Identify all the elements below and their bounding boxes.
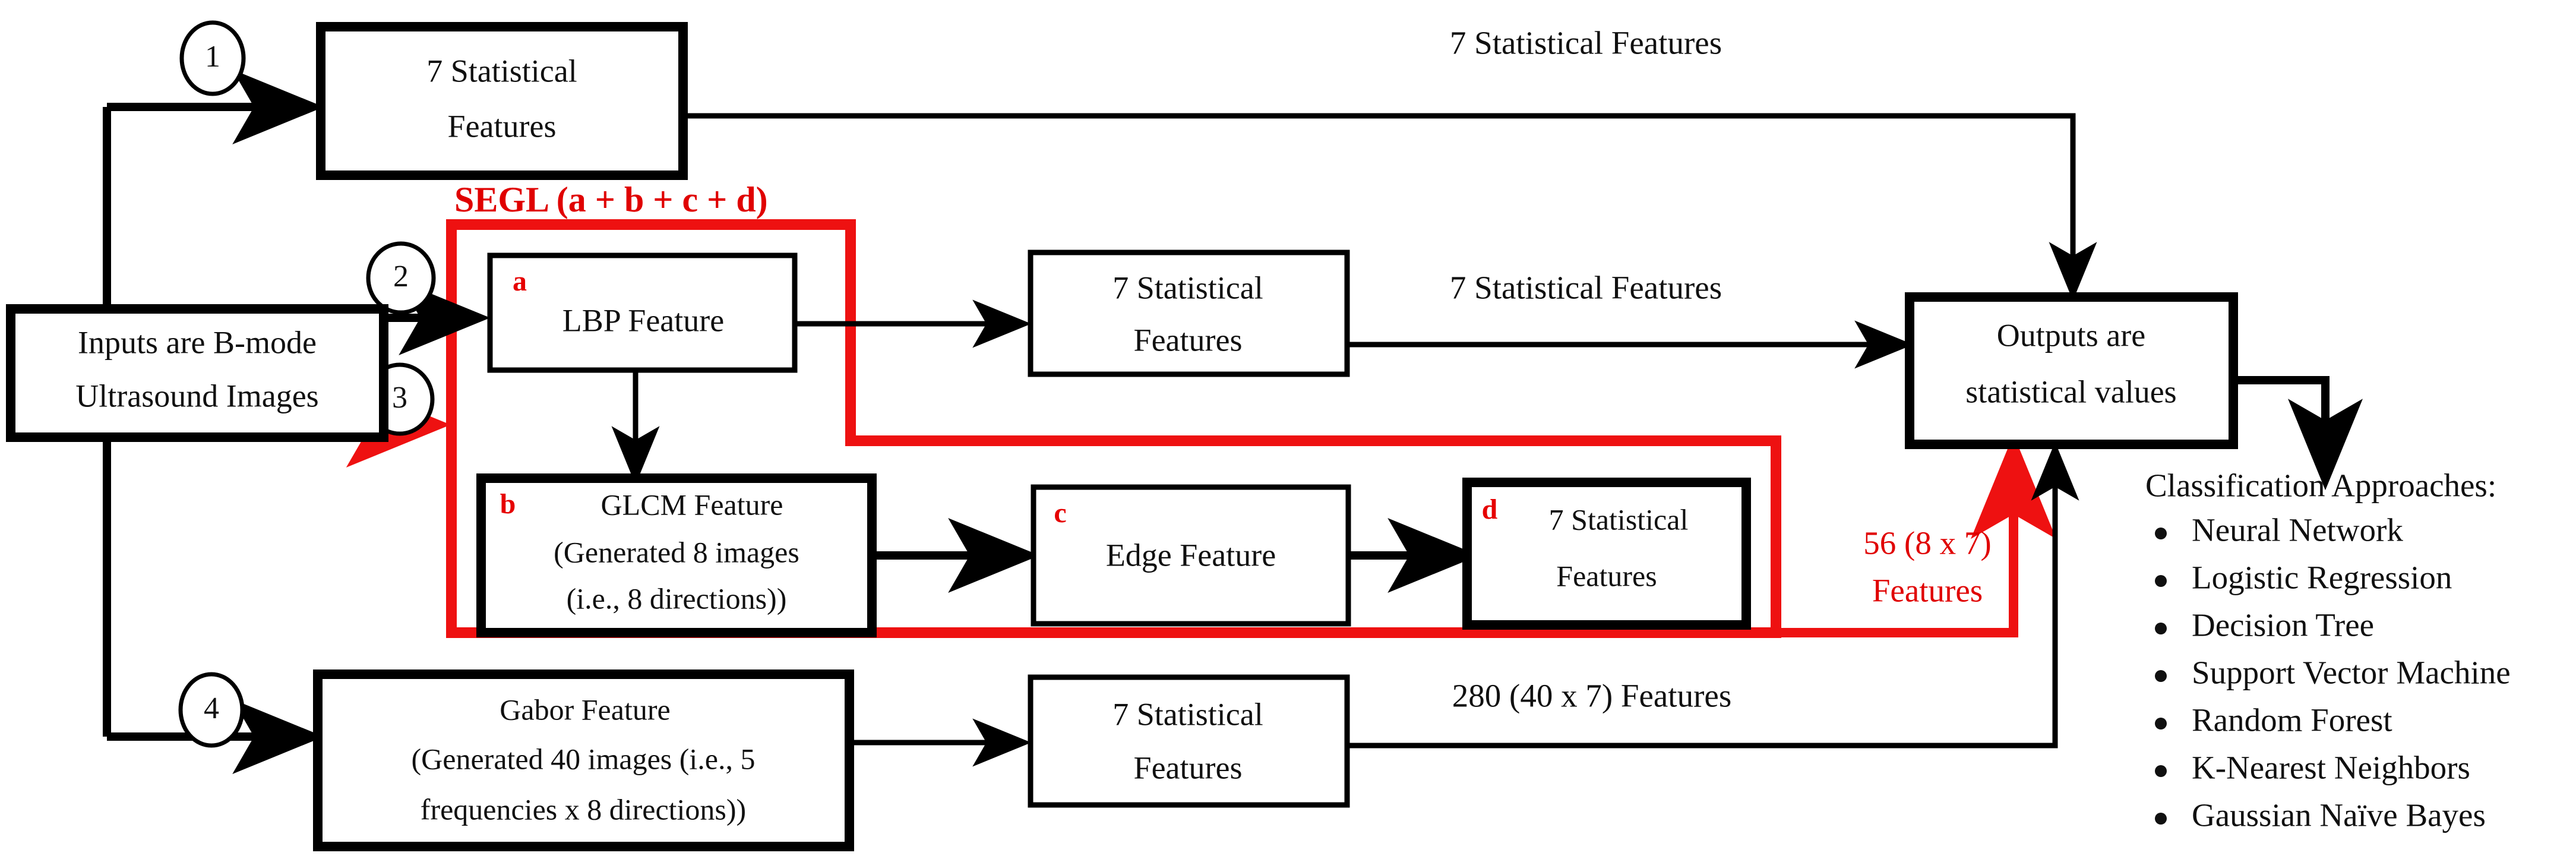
node-stat-top[interactable]: 7 Statistical Features <box>316 22 688 180</box>
classification-item-3: Support Vector Machine <box>2192 655 2511 691</box>
list-item: Gaussian Naïve Bayes <box>2155 797 2486 833</box>
node-stat-edge-tag: d <box>1482 494 1498 525</box>
node-stat-lbp[interactable]: 7 Statistical Features <box>1028 250 1350 377</box>
node-edge-feature[interactable]: c Edge Feature <box>1031 484 1351 627</box>
branch-marker-2: 2 <box>366 241 436 315</box>
label-lbp-features: 7 Statistical Features <box>1450 270 1722 306</box>
node-glcm-line3: (i.e., 8 directions)) <box>567 582 787 615</box>
node-stat-gabor-line2: Features <box>1134 750 1243 785</box>
node-input-line2: Ultrasound Images <box>75 378 318 413</box>
edge-stat-top-to-outputs <box>683 113 2097 301</box>
segl-group-label: SEGL (a + b + c + d) <box>454 180 768 219</box>
node-stat-edge[interactable]: d 7 Statistical Features <box>1462 478 1751 630</box>
bullet-icon <box>2155 670 2167 682</box>
list-item: Support Vector Machine <box>2155 655 2511 691</box>
edge-outputs-to-classification <box>2230 376 2363 491</box>
branch-marker-1: 1 <box>179 20 246 96</box>
classification-approaches-list: Classification Approaches: Neural Networ… <box>2145 468 2511 833</box>
bullet-icon <box>2155 765 2167 777</box>
list-item: Decision Tree <box>2155 607 2374 643</box>
node-edge-tag: c <box>1054 497 1066 529</box>
edge-stat-gabor-to-outputs <box>1347 441 2079 749</box>
node-gabor-line3: frequencies x 8 directions)) <box>421 792 746 826</box>
node-stat-edge-line2: Features <box>1556 559 1657 592</box>
list-item: Logistic Regression <box>2155 560 2452 596</box>
node-stat-gabor[interactable]: 7 Statistical Features <box>1028 674 1350 808</box>
node-edge-label: Edge Feature <box>1106 537 1276 573</box>
node-outputs[interactable]: Outputs are statistical values <box>1905 292 2238 449</box>
classification-list-title: Classification Approaches: <box>2145 468 2496 504</box>
classification-item-2: Decision Tree <box>2192 607 2374 643</box>
node-input[interactable]: Inputs are B-mode Ultrasound Images <box>6 304 388 442</box>
classification-item-4: Random Forest <box>2192 702 2392 738</box>
classification-item-6: Gaussian Naïve Bayes <box>2192 797 2486 833</box>
node-stat-lbp-line2: Features <box>1134 322 1243 358</box>
segl-group-outline <box>446 219 1781 638</box>
label-segl-features-line1: 56 (8 x 7) <box>1863 525 1991 561</box>
branch-marker-2-label: 2 <box>393 260 409 293</box>
classification-item-0: Neural Network <box>2192 512 2403 548</box>
branch-marker-4: 4 <box>178 672 245 748</box>
node-glcm-line1: GLCM Feature <box>601 488 783 521</box>
list-item: Random Forest <box>2155 702 2392 738</box>
bullet-icon <box>2155 575 2167 587</box>
node-stat-edge-line1: 7 Statistical <box>1549 503 1689 536</box>
bullet-icon <box>2155 528 2167 539</box>
node-stat-top-line2: Features <box>448 108 557 144</box>
node-gabor-line2: (Generated 40 images (i.e., 5 <box>412 742 756 775</box>
node-lbp-feature[interactable]: a LBP Feature <box>487 252 798 373</box>
node-gabor-feature[interactable]: Gabor Feature (Generated 40 images (i.e.… <box>313 669 854 851</box>
node-stat-top-line1: 7 Statistical <box>426 53 577 89</box>
bullet-icon <box>2155 718 2167 729</box>
bullet-icon <box>2155 623 2167 634</box>
node-stat-lbp-line1: 7 Statistical <box>1112 270 1263 305</box>
classification-item-1: Logistic Regression <box>2192 560 2452 596</box>
node-input-line1: Inputs are B-mode <box>78 324 317 360</box>
bullet-icon <box>2155 813 2167 825</box>
node-lbp-label: LBP Feature <box>562 302 724 338</box>
list-item: Neural Network <box>2155 512 2403 548</box>
node-outputs-line1: Outputs are <box>1997 317 2145 353</box>
edge-segl-to-outputs-red <box>1776 434 2056 637</box>
node-glcm-feature[interactable]: b GLCM Feature (Generated 8 images (i.e.… <box>476 473 877 637</box>
branch-marker-3-label: 3 <box>392 381 407 415</box>
node-glcm-tag: b <box>500 488 516 520</box>
label-gabor-features: 280 (40 x 7) Features <box>1452 678 1731 714</box>
node-outputs-line2: statistical values <box>1965 374 2176 409</box>
node-stat-gabor-line1: 7 Statistical <box>1112 696 1263 732</box>
node-lbp-tag: a <box>513 266 527 297</box>
node-gabor-line1: Gabor Feature <box>500 693 670 726</box>
node-glcm-line2: (Generated 8 images <box>554 535 799 569</box>
list-item: K-Nearest Neighbors <box>2155 750 2470 786</box>
branch-marker-1-label: 1 <box>205 40 220 74</box>
label-top-features: 7 Statistical Features <box>1450 25 1722 61</box>
label-segl-features-line2: Features <box>1872 573 1983 609</box>
classification-item-5: K-Nearest Neighbors <box>2192 750 2470 786</box>
branch-marker-4-label: 4 <box>204 691 219 725</box>
